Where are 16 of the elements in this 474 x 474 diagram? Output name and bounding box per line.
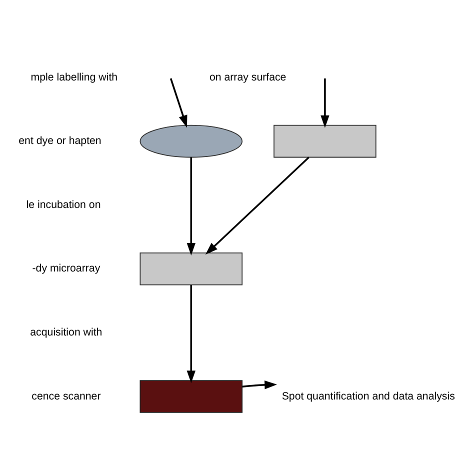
label: mple labelling with: [30, 71, 118, 84]
node-text: Spot quantification and data analysis: [282, 390, 455, 402]
arrow: [186, 157, 196, 256]
label: cence scanner: [32, 390, 101, 402]
arrow: [170, 78, 188, 128]
arrow: [186, 284, 196, 384]
node-box: [274, 124, 376, 158]
label: le incubation on: [26, 198, 101, 211]
node-box: [140, 380, 243, 413]
label: acquisition with: [30, 326, 102, 338]
arrow: [205, 156, 310, 255]
node-box: [140, 252, 243, 286]
label: on array surface: [209, 71, 286, 84]
arrow: [320, 78, 330, 128]
node-cloud: [140, 124, 243, 158]
arrow: [242, 380, 278, 390]
